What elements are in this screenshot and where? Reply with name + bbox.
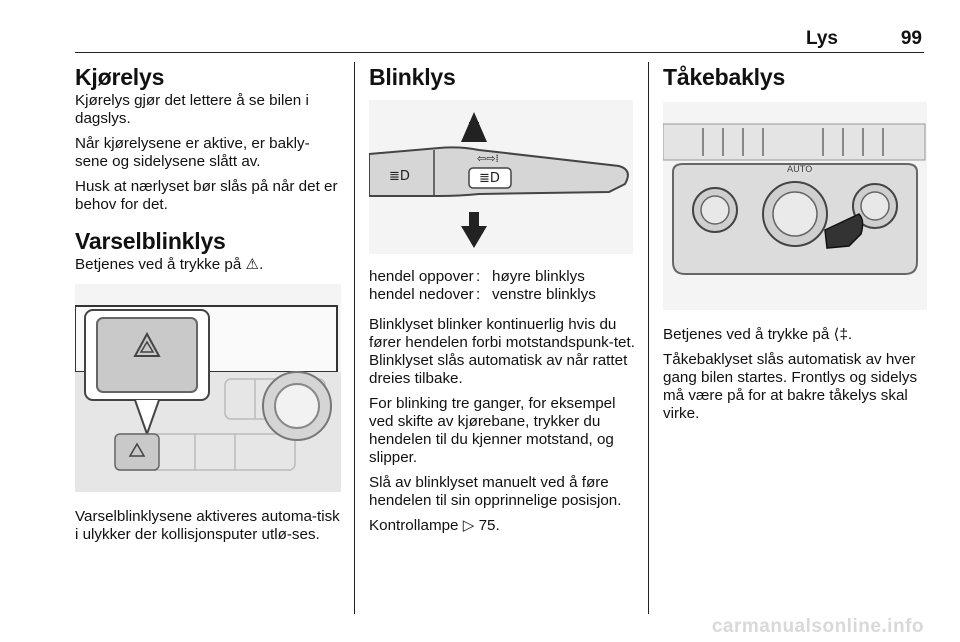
column-divider bbox=[354, 62, 355, 614]
auto-label: AUTO bbox=[787, 165, 812, 175]
column-left: Kjørelys Kjørelys gjør det lettere å se … bbox=[75, 62, 341, 551]
svg-text:⇦⇨⁞: ⇦⇨⁞ bbox=[477, 152, 499, 165]
heading-varselblinklys: Varselblinklys bbox=[75, 228, 226, 254]
paragraph: Varselblinklysene aktiveres automa-tisk … bbox=[75, 508, 340, 543]
section-title: Lys bbox=[805, 28, 838, 49]
caption-list: hendel oppover : høyre blinklys hendel n… bbox=[369, 268, 635, 304]
svg-text:≣D: ≣D bbox=[479, 171, 500, 186]
heading-blinklys: Blinklys bbox=[369, 64, 456, 90]
page-number: 99 bbox=[900, 28, 922, 49]
column-divider bbox=[648, 62, 649, 614]
caption-row: hendel oppover : høyre blinklys bbox=[369, 268, 585, 285]
light-switch-panel-illustration: AUTO bbox=[663, 102, 927, 310]
paragraph: Tåkebaklyset slås automatisk av hver gan… bbox=[663, 351, 918, 422]
page-header: Lys 99 bbox=[75, 28, 924, 53]
cross-reference: Kontrollampe ▷ 75. bbox=[369, 517, 500, 534]
paragraph: Husk at nærlyset bør slås på når det er … bbox=[75, 178, 338, 213]
paragraph: Betjenes ved å trykke på ⚠. bbox=[75, 256, 264, 273]
heading-takebaklys: Tåkebaklys bbox=[663, 64, 786, 90]
paragraph: Kjørelys gjør det lettere å se bilen i d… bbox=[75, 92, 309, 127]
caption-row: hendel nedover : venstre blinklys bbox=[369, 286, 596, 303]
column-middle: Blinklys ≣D ≣D ⇦⇨⁞ hendel oppover : høyr… bbox=[369, 62, 635, 542]
paragraph: Betjenes ved å trykke på ⟨‡. bbox=[663, 326, 853, 343]
paragraph: Slå av blinklyset manuelt ved å føre hen… bbox=[369, 474, 622, 509]
watermark: carmanualsonline.info bbox=[711, 616, 924, 637]
hazard-switch-illustration bbox=[75, 284, 341, 492]
paragraph: For blinking tre ganger, for eksempel ve… bbox=[369, 395, 616, 466]
heading-kjorelys: Kjørelys bbox=[75, 64, 165, 90]
column-right: Tåkebaklys AUTO Betjenes ved å trykke på… bbox=[663, 62, 929, 430]
turn-signal-lever-illustration: ≣D ≣D ⇦⇨⁞ bbox=[369, 100, 633, 254]
svg-text:≣D: ≣D bbox=[389, 169, 410, 184]
paragraph: Når kjørelysene er aktive, er bakly-sene… bbox=[75, 135, 310, 170]
paragraph: Blinklyset blinker kontinuerlig hvis du … bbox=[369, 316, 635, 387]
